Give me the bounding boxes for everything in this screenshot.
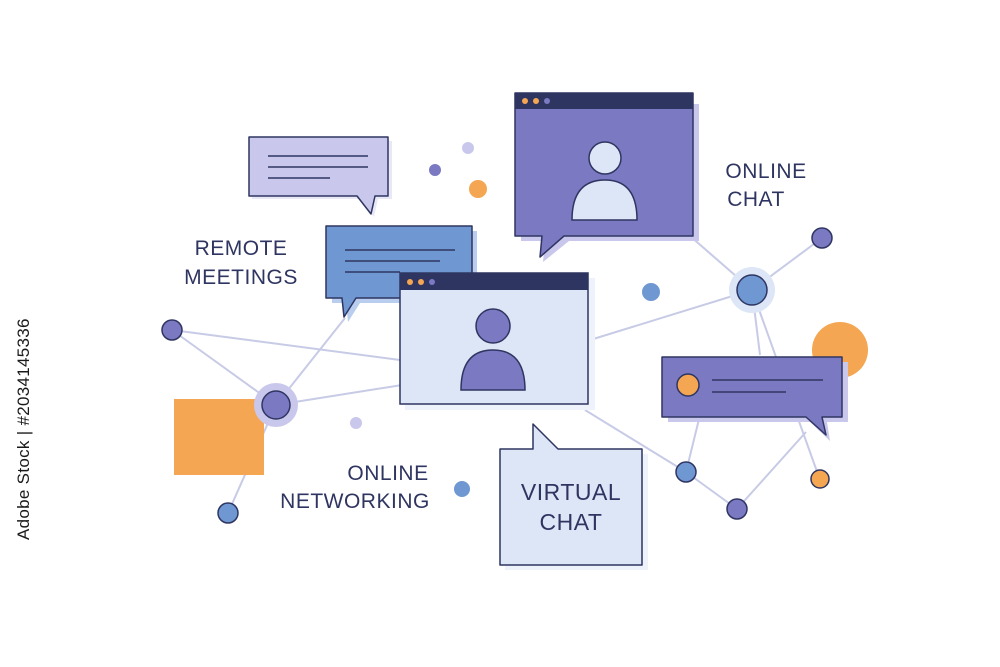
video-window-center	[399, 272, 595, 410]
video-window-top	[514, 92, 699, 262]
label-virtual-line1: VIRTUAL	[521, 479, 621, 505]
hub-node-right	[729, 267, 775, 313]
label-remote-line2: MEETINGS	[184, 266, 298, 289]
label-online-chat-line1: ONLINE	[725, 160, 806, 183]
user-body-icon	[571, 179, 638, 221]
network-nodes	[161, 227, 833, 524]
label-networking-line2: NETWORKING	[280, 490, 430, 513]
label-networking-line1: ONLINE	[347, 462, 428, 485]
orange-square-shape	[174, 399, 264, 475]
chat-bubble-top-left	[248, 136, 392, 217]
label-online-chat-line2: CHAT	[727, 188, 785, 211]
label-virtual-line2: CHAT	[540, 509, 603, 535]
hub-node-left	[254, 383, 298, 427]
chat-bubble-right	[661, 356, 848, 441]
user-avatar-icon-center	[475, 308, 511, 344]
chat-bubble-virtual	[499, 423, 648, 570]
floating-dots	[350, 142, 660, 497]
stock-id-text: Adobe Stock | #2034145336	[14, 318, 33, 540]
label-remote-line1: REMOTE	[195, 237, 288, 260]
user-avatar-icon	[588, 141, 622, 175]
user-body-icon-center	[460, 349, 526, 391]
